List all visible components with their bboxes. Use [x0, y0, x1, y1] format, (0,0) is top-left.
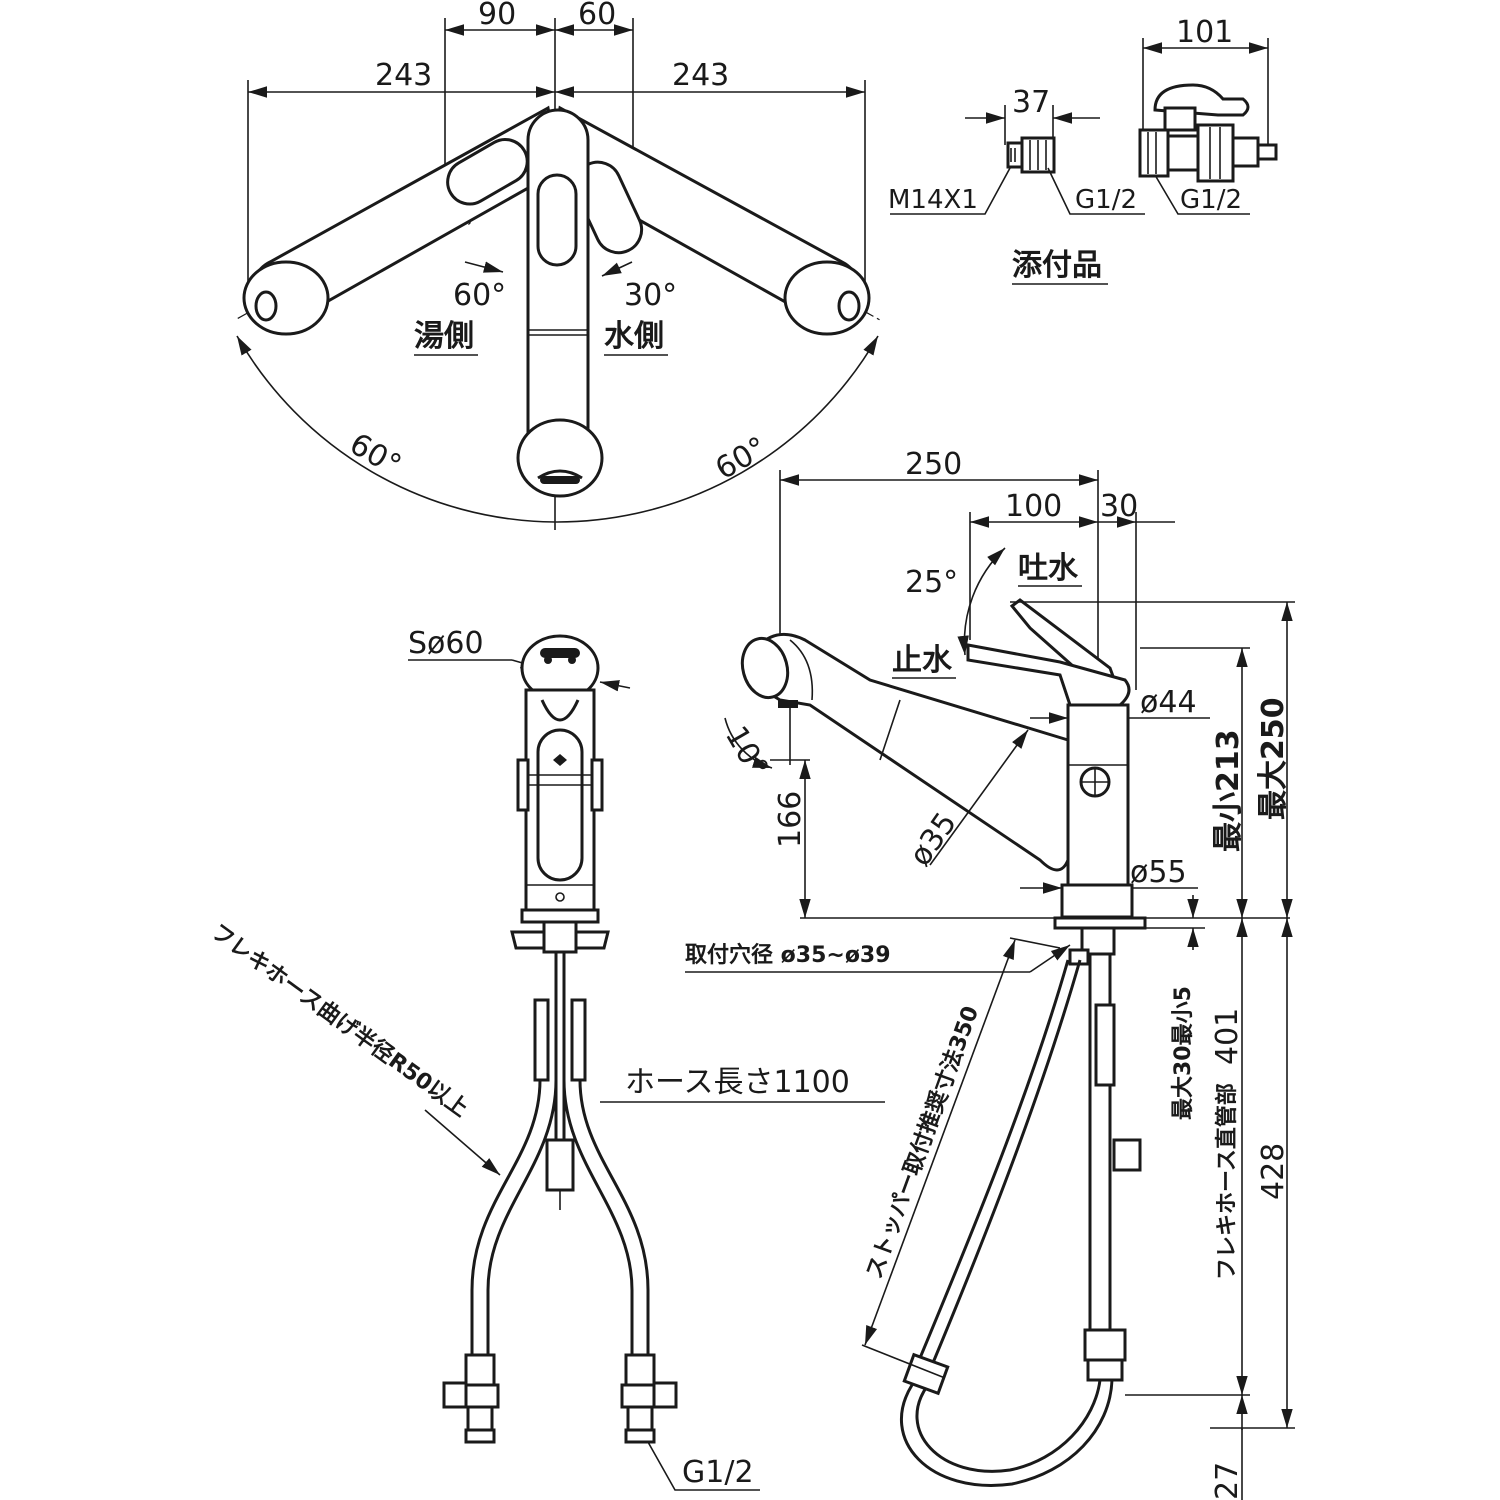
mount-hole: 取付穴径 ø35~ø39 — [685, 942, 891, 968]
front-thread: G1/2 — [682, 1455, 754, 1490]
hot-side-label: 湯側 — [414, 319, 474, 354]
min-213: 最小213 — [1211, 729, 1246, 852]
front-view: Sø60 — [206, 626, 885, 1491]
side-dim-250: 250 — [905, 447, 962, 482]
stop-label: 止水 — [892, 643, 953, 678]
flex-straight-label: フレキホース直管部 — [1214, 1083, 1240, 1280]
thread-m14: M14X1 — [888, 185, 978, 215]
sphere-dim: Sø60 — [408, 626, 484, 661]
dim-37: 37 — [1012, 85, 1050, 120]
accessories: 37 M14X1 G1/2 101 G1/2 添付品 — [888, 15, 1278, 285]
dia-44: ø44 — [1140, 685, 1197, 720]
side-dim-100: 100 — [1005, 489, 1062, 524]
height-27: 27 — [1210, 1462, 1245, 1500]
plate-thickness: 最大30最小5 — [1171, 986, 1196, 1120]
hose-length: ホース長さ1100 — [625, 1065, 850, 1100]
spout-angle: 10° — [718, 720, 775, 784]
side-view: 250 100 30 25° 吐水 止水 10° 166 ø35 — [685, 447, 1295, 1500]
stopper-note: ストッパー取付推奨寸法350 — [862, 1003, 984, 1282]
dia-55: ø55 — [1130, 855, 1187, 890]
height-401: 401 — [1210, 1008, 1245, 1065]
height-166: 166 — [773, 791, 808, 848]
hose-dia: ø35 — [903, 806, 964, 872]
swing-right-angle: 60° — [710, 430, 774, 487]
thread-g12-b: G1/2 — [1180, 185, 1242, 215]
max-250: 最大250 — [1256, 697, 1291, 820]
thread-g12-a: G1/2 — [1075, 185, 1137, 215]
accessories-title: 添付品 — [1012, 248, 1102, 283]
outlet-label: 吐水 — [1018, 551, 1079, 586]
dim-60: 60 — [578, 0, 616, 32]
top-view: 90 60 243 243 60° 30° 湯側 水側 — [234, 0, 881, 530]
swing-left-angle: 60° — [343, 427, 407, 484]
lever-angle: 25° — [905, 565, 958, 600]
height-428: 428 — [1256, 1143, 1291, 1200]
hose-bend-note: フレキホース曲げ半径R50以上 — [206, 919, 472, 1123]
cold-side-label: 水側 — [604, 319, 664, 354]
dim-243-right: 243 — [672, 58, 729, 93]
dim-90: 90 — [478, 0, 516, 32]
hot-angle: 60° — [453, 278, 506, 313]
dim-243-left: 243 — [375, 58, 432, 93]
dim-101: 101 — [1176, 15, 1233, 50]
cold-angle: 30° — [624, 278, 677, 313]
side-dim-30: 30 — [1100, 489, 1138, 524]
